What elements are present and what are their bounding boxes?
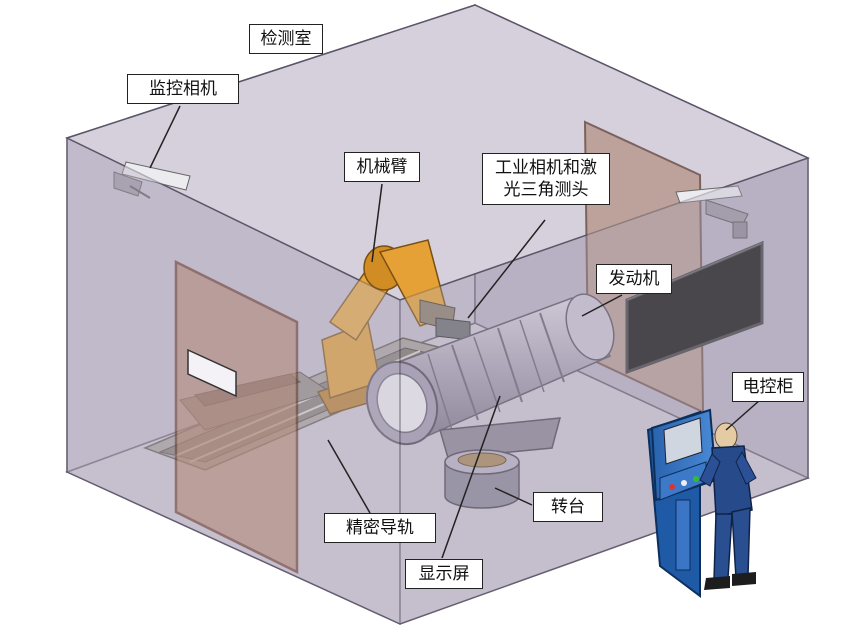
monitor-camera-left <box>113 161 191 199</box>
leader-turntable <box>494 487 533 506</box>
leader-camera-laser <box>467 219 546 319</box>
label-monitor-camera: 监控相机 <box>127 74 239 104</box>
leader-precision-rail <box>327 439 371 514</box>
leader-robot-arm <box>371 183 383 263</box>
label-turntable: 转台 <box>533 492 603 522</box>
room-ceiling <box>65 4 811 301</box>
label-robot-arm: 机械臂 <box>344 152 420 182</box>
label-precision-rail: 精密导轨 <box>324 513 436 543</box>
label-display: 显示屏 <box>405 559 483 589</box>
leader-lines <box>149 105 761 559</box>
leader-monitor-camera <box>149 105 181 169</box>
front-door <box>174 259 299 575</box>
operator <box>699 422 757 590</box>
robot-arm <box>316 239 471 415</box>
control-cabinet <box>646 408 718 598</box>
label-camera-laser: 工业相机和激 光三角测头 <box>482 153 610 205</box>
label-control-cabinet: 电控柜 <box>732 372 804 402</box>
leader-display <box>441 395 501 559</box>
leader-engine <box>581 294 623 317</box>
turntable <box>439 417 562 509</box>
label-room: 检测室 <box>249 24 323 54</box>
monitor-camera-right <box>675 185 749 239</box>
leader-control-cabinet <box>725 399 761 431</box>
engine <box>365 293 615 446</box>
label-engine: 发动机 <box>596 264 672 294</box>
